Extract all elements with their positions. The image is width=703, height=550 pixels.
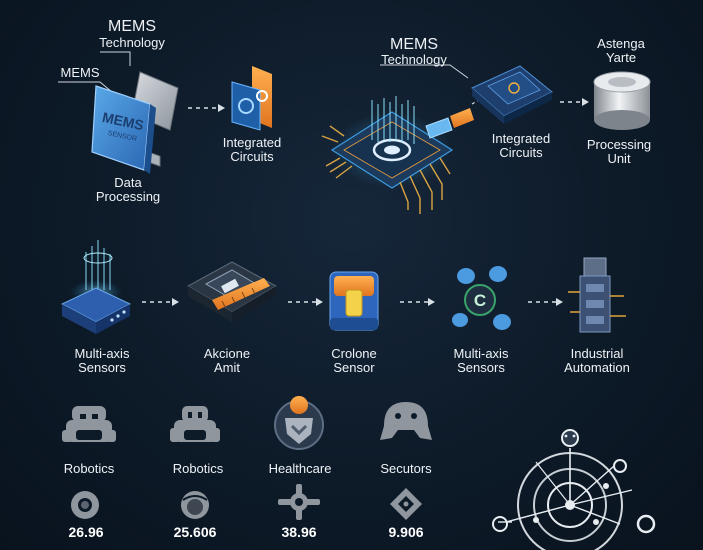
- blue-slab-chip-icon: [471, 65, 553, 124]
- technology-label-right: Technology: [381, 53, 447, 67]
- connector-blocks-icon: [425, 108, 474, 139]
- value-healthcare: 38.96: [281, 524, 317, 540]
- mems-technology-label-right: MEMS: [390, 36, 438, 53]
- processing-unit-line2: Unit: [607, 151, 631, 166]
- middle-label-4: Multi-axis Sensors: [454, 347, 509, 375]
- astenga-line1: Astenga: [597, 36, 645, 51]
- healthcare-shield-icon: [274, 396, 324, 450]
- crolone-sensor-icon: [329, 271, 379, 331]
- mems-technology-callout-line: [100, 51, 131, 66]
- value-robotics-1: 26.96: [68, 524, 104, 540]
- integrated-circuits-right-line2: Circuits: [499, 145, 543, 160]
- glowing-processor-chip-icon: [330, 111, 454, 189]
- actuator-icon: [186, 261, 278, 322]
- middle-label-3-line2: Sensor: [333, 360, 375, 375]
- middle-label-5: Industrial Automation: [564, 347, 630, 375]
- category-secutors: Secutors: [380, 461, 432, 476]
- robot-icon-2: [170, 406, 220, 442]
- data-processing-line2: Processing: [95, 189, 161, 204]
- astenga-yarte-label: Astenga Yarte: [597, 37, 645, 65]
- middle-label-1: Multi-axis Sensors: [75, 347, 130, 375]
- mems-technology-right-line2: Technology: [381, 52, 447, 67]
- value-secutors: 9.906: [388, 524, 424, 540]
- crosshair-joint-icon: [278, 484, 320, 520]
- middle-label-5-line2: Automation: [564, 360, 630, 375]
- integrated-circuits-left-line1: Integrated: [222, 135, 282, 150]
- middle-label-2-line1: Akcione: [203, 346, 251, 361]
- category-robotics-1: Robotics: [63, 461, 115, 476]
- gamepad-icon: [380, 402, 432, 440]
- arrowhead: [218, 104, 225, 112]
- middle-label-3: Crolone Sensor: [331, 347, 377, 375]
- ring-icon: [71, 491, 99, 519]
- sensor-cluster-icon: C: [452, 266, 511, 330]
- arrowhead: [582, 98, 589, 106]
- middle-label-1-line2: Sensors: [78, 360, 126, 375]
- technology-label: Technology: [99, 36, 165, 50]
- category-robotics-2: Robotics: [172, 461, 224, 476]
- value-robotics-2: 25.606: [173, 524, 217, 540]
- integrated-circuits-label-right: Integrated Circuits: [492, 132, 551, 160]
- mems-label: MEMS: [61, 66, 100, 80]
- integrated-circuits-right-line1: Integrated: [491, 131, 551, 146]
- mems-technology-callout-line-right: [380, 64, 469, 79]
- middle-label-5-line1: Industrial: [570, 346, 624, 361]
- middle-label-2-line2: Amit: [214, 360, 240, 375]
- processing-unit-label: Processing Unit: [587, 138, 651, 166]
- middle-label-4-line2: Sensors: [457, 360, 505, 375]
- mems-callout-line: [58, 81, 113, 93]
- processor-light-beams: [371, 96, 415, 144]
- industrial-automation-icon: [568, 257, 626, 333]
- split-ring-icon: [181, 491, 209, 519]
- radial-network-nodes: [492, 429, 656, 534]
- mems-label-text: MEMS: [60, 65, 100, 80]
- mems-chip-icon: [91, 85, 156, 174]
- processor-pins-left: [321, 125, 353, 179]
- mems-technology-label-line2: Technology: [99, 35, 165, 50]
- multi-axis-sensor-icon: [60, 240, 132, 334]
- astenga-line2: Yarte: [605, 50, 637, 65]
- middle-label-3-line1: Crolone: [331, 346, 377, 361]
- processing-unit-line1: Processing: [586, 137, 652, 152]
- diamond-target-icon: [390, 488, 422, 520]
- integrated-circuits-left-line2: Circuits: [230, 149, 274, 164]
- svg-text:C: C: [474, 291, 486, 310]
- category-healthcare: Healthcare: [268, 461, 332, 476]
- middle-label-4-line1: Multi-axis: [453, 346, 509, 361]
- integrated-circuit-icon: [231, 66, 272, 131]
- radial-network-diagram: [498, 448, 633, 550]
- processing-unit-cylinder-icon: [593, 71, 651, 130]
- data-processing-label: Data Processing: [96, 176, 160, 204]
- robot-icon-1: [62, 406, 116, 442]
- middle-label-1-line1: Multi-axis: [74, 346, 130, 361]
- middle-row-arrowheads: [172, 298, 563, 306]
- integrated-circuits-label-left: Integrated Circuits: [223, 136, 282, 164]
- middle-label-2: Akcione Amit: [204, 347, 250, 375]
- processor-pins-bottom: [399, 157, 451, 214]
- mems-technology-label-line1: MEMS: [108, 18, 156, 35]
- mems-technology-right-line1: MEMS: [390, 36, 438, 53]
- mems-technology-label: MEMS: [108, 18, 156, 35]
- data-processing-line1: Data: [114, 175, 142, 190]
